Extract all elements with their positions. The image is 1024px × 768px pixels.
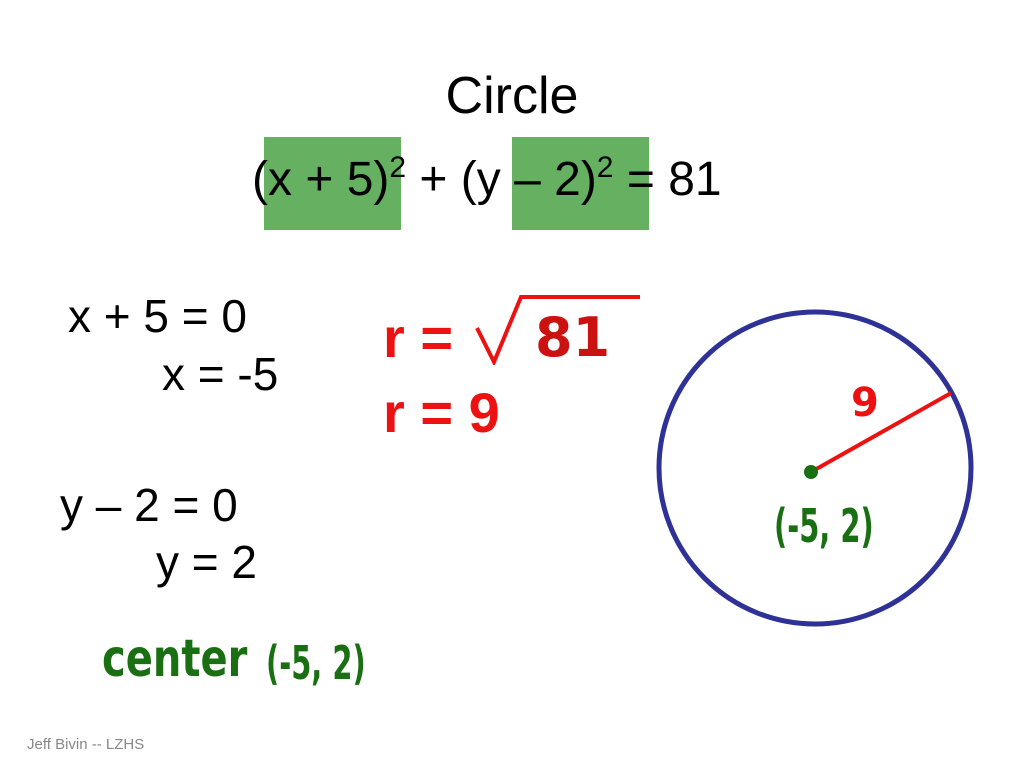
highlight-y-term <box>512 137 649 230</box>
square-root-icon <box>475 295 640 365</box>
equation-term-y: y – 2 <box>476 153 581 206</box>
equation-rhs: = 81 <box>613 153 722 206</box>
diagram-radius-label: 9 <box>851 380 879 426</box>
slide-title: Circle <box>445 67 579 125</box>
highlight-x-term <box>264 137 401 230</box>
radius-line <box>810 391 952 474</box>
equation-exponent-2: 2 <box>596 151 614 184</box>
equation-term-x: x + 5 <box>267 153 374 206</box>
radius-result: r = 9 <box>383 381 500 444</box>
center-label: center <box>102 629 248 689</box>
diagram-center-label: (-5, 2) <box>774 500 874 554</box>
equation-close-paren-2: ) <box>580 153 597 206</box>
center-point <box>804 465 818 479</box>
equation-exponent-1: 2 <box>389 151 407 184</box>
step-x-solution: x = -5 <box>162 348 279 400</box>
center-value: (-5, 2) <box>266 637 366 691</box>
equation-open-paren-1: ( <box>252 153 268 206</box>
radius-radicand: 81 <box>535 306 611 369</box>
equation-open-paren-2: ( <box>460 153 477 206</box>
equation-close-paren-1: ) <box>373 153 390 206</box>
equation-plus: + <box>406 153 461 206</box>
circle-equation: (x + 5)2 + (y – 2)2 = 81 <box>252 150 722 210</box>
circle-outline <box>656 309 974 627</box>
step-y-equation: y – 2 = 0 <box>60 479 238 531</box>
radius-equation-prefix: r = <box>383 306 454 369</box>
step-x-equation: x + 5 = 0 <box>68 290 248 342</box>
footer-credit: Jeff Bivin -- LZHS <box>27 736 145 753</box>
step-y-solution: y = 2 <box>156 536 258 588</box>
circle-diagram <box>656 309 974 627</box>
